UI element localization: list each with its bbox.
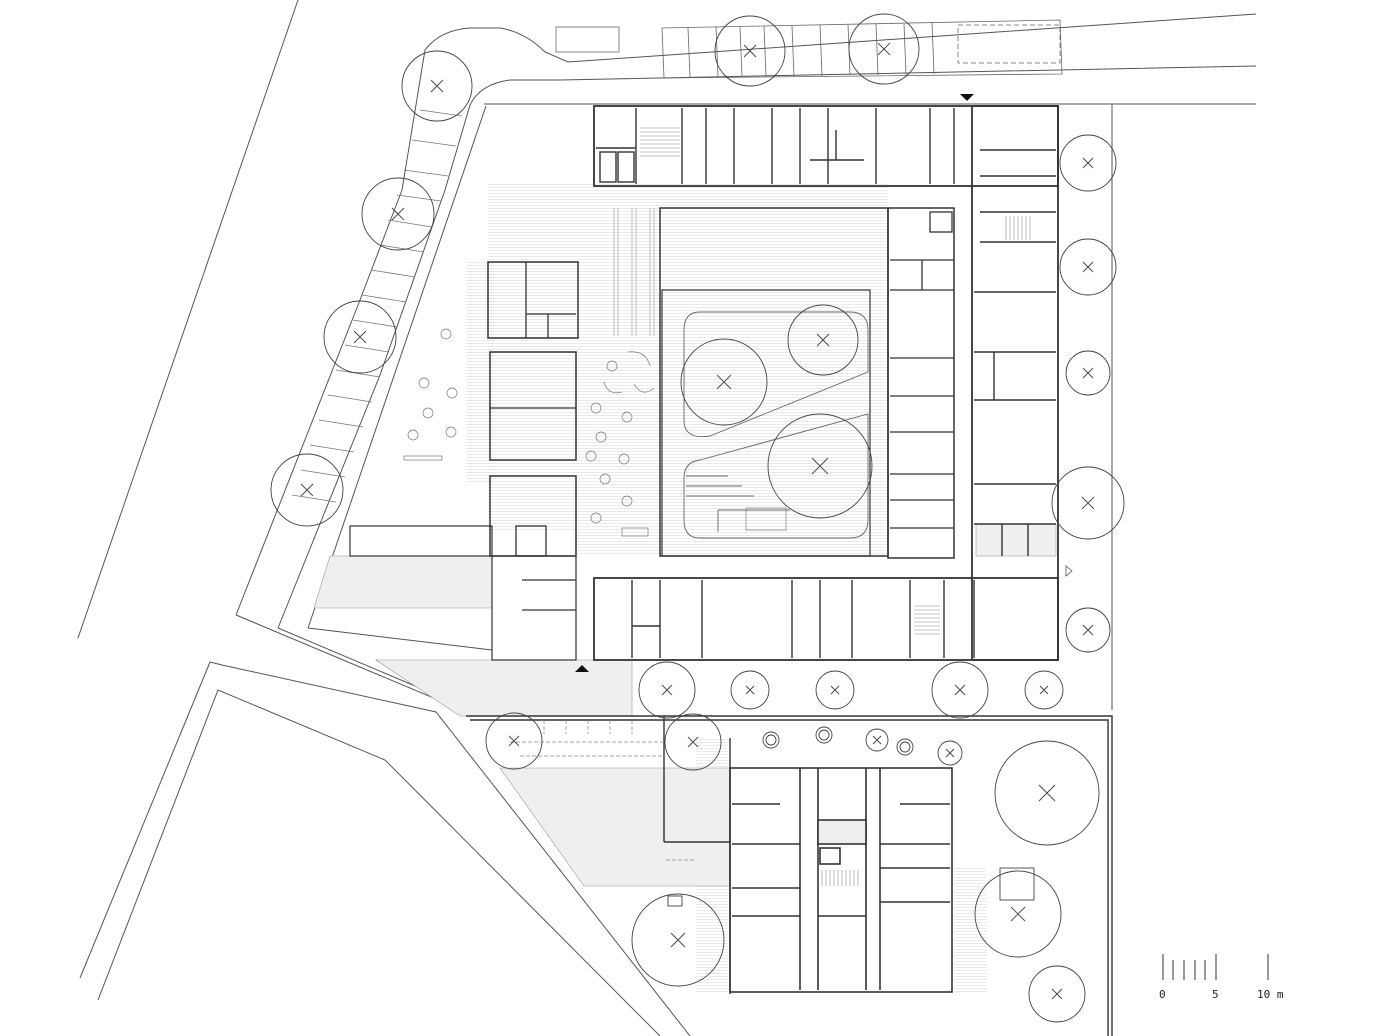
tree bbox=[848, 13, 920, 85]
parking-stalls bbox=[291, 109, 463, 503]
south-parking bbox=[510, 720, 696, 861]
tree bbox=[401, 50, 473, 122]
tree bbox=[680, 338, 768, 426]
south-building-stair bbox=[821, 870, 859, 886]
top-parking bbox=[555, 19, 1063, 79]
trees bbox=[270, 13, 1125, 1023]
entrance-markers bbox=[575, 94, 1073, 672]
tree bbox=[1024, 670, 1064, 710]
tree bbox=[865, 728, 889, 752]
street-lines bbox=[77, 0, 1257, 1036]
tree bbox=[767, 413, 873, 519]
tree bbox=[361, 177, 435, 251]
south-entrance-arrow bbox=[575, 665, 589, 672]
scale-label-5: 5 bbox=[1212, 988, 1219, 1001]
tree bbox=[1065, 350, 1111, 396]
furniture bbox=[403, 328, 787, 537]
scale-bar bbox=[1162, 954, 1269, 980]
scale-label-0: 0 bbox=[1159, 988, 1166, 1001]
east-wing-rooms bbox=[974, 149, 1056, 556]
north-stair bbox=[640, 127, 680, 157]
south-building bbox=[729, 767, 953, 993]
tree bbox=[664, 713, 722, 771]
south-stair bbox=[914, 605, 940, 635]
shaded-areas bbox=[313, 523, 1057, 887]
tree bbox=[714, 15, 786, 87]
north-wing-rooms bbox=[596, 108, 955, 184]
tree bbox=[974, 870, 1062, 958]
tree bbox=[485, 712, 543, 770]
south-building-site bbox=[466, 715, 1113, 1036]
tree bbox=[1051, 466, 1125, 540]
tree bbox=[937, 740, 963, 766]
tree bbox=[994, 740, 1100, 846]
scale-label-10m: 10 m bbox=[1257, 988, 1284, 1001]
north-entrance-arrow bbox=[960, 94, 974, 101]
east-stair bbox=[1005, 216, 1031, 240]
tree bbox=[638, 661, 696, 719]
stripe-detail bbox=[613, 208, 655, 336]
tree bbox=[931, 661, 989, 719]
east-entrance-arrow bbox=[1065, 565, 1073, 577]
tree bbox=[1028, 965, 1086, 1023]
tree bbox=[787, 304, 859, 376]
west-block-rooms bbox=[490, 262, 576, 611]
tree bbox=[631, 893, 725, 987]
tree bbox=[323, 300, 397, 374]
tree bbox=[1059, 238, 1117, 296]
tree bbox=[730, 670, 770, 710]
courtyard bbox=[661, 289, 871, 557]
south-wing-rooms bbox=[631, 580, 975, 658]
tree bbox=[815, 670, 855, 710]
inner-column-rooms bbox=[890, 211, 954, 529]
tree bbox=[1065, 607, 1111, 653]
tree bbox=[1059, 134, 1117, 192]
tree bbox=[270, 453, 344, 527]
